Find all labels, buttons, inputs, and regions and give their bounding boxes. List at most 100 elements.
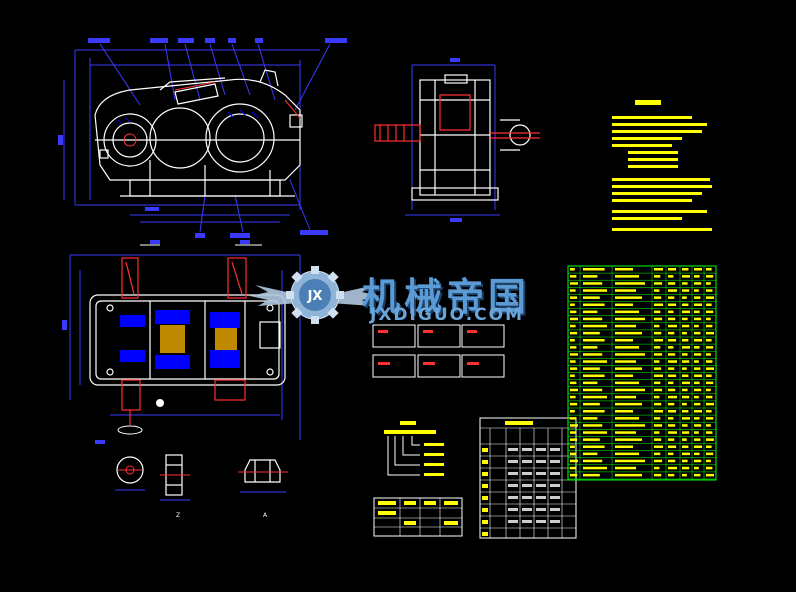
parts-cell-text (668, 360, 677, 363)
parts-cell-text (668, 374, 677, 377)
parts-cell-text (682, 353, 688, 356)
parts-cell-text (706, 317, 711, 321)
parts-cell-text (583, 360, 607, 363)
parts-cell-text (668, 346, 674, 349)
parts-cell-text (682, 296, 687, 299)
parts-cell-text (706, 395, 713, 399)
parts-cell-text (615, 275, 639, 278)
parts-cell-text (615, 473, 642, 477)
parts-cell-text (570, 473, 578, 477)
parts-cell-text (668, 331, 675, 335)
parts-cell-text (615, 410, 633, 413)
parts-cell-text (654, 331, 662, 335)
parts-cell-text (694, 317, 702, 321)
detail-views: Z A (115, 454, 288, 519)
title-block (373, 497, 463, 537)
parts-cell-text (706, 445, 712, 448)
parts-cell-text (570, 303, 575, 306)
watermark-logo: JX (250, 266, 380, 324)
parts-cell-text (706, 282, 711, 285)
parts-cell-text (668, 268, 677, 271)
parts-cell-text (615, 424, 645, 427)
parts-cell-text (654, 473, 662, 477)
parts-cell-text (706, 424, 711, 427)
parts-cell-text (682, 339, 689, 342)
parts-cell-text (682, 282, 688, 285)
parts-cell-text (583, 445, 605, 448)
parts-cell-text (668, 395, 677, 399)
parts-cell-text (615, 331, 642, 335)
parts-cell-text (694, 395, 699, 399)
parts-cell-text (570, 410, 575, 413)
parts-cell-text (583, 367, 600, 370)
parts-cell-text (583, 268, 605, 271)
parts-cell-text (682, 395, 690, 399)
parts-cell-text (694, 466, 699, 470)
parts-cell-text (654, 374, 663, 377)
parts-cell-text (654, 424, 663, 427)
parts-cell-text (706, 324, 713, 328)
parts-cell-text (694, 289, 699, 292)
parts-cell-text (682, 410, 689, 413)
parts-cell-text (682, 445, 689, 448)
parts-cell-text (615, 346, 639, 349)
parts-cell-text (694, 353, 702, 356)
parts-cell-text (706, 417, 714, 420)
parts-cell-text (694, 438, 701, 441)
parts-cell-text (615, 438, 642, 441)
parts-cell-text (583, 466, 607, 470)
parts-cell-text (654, 346, 661, 349)
parts-cell-text (668, 310, 674, 314)
parts-cell-text (694, 388, 702, 392)
parts-cell-text (570, 431, 576, 434)
parts-cell-text (668, 417, 674, 420)
parts-cell-text (682, 381, 690, 385)
parts-cell-text (654, 417, 661, 420)
parts-cell-text (694, 360, 699, 363)
parts-cell-text (694, 346, 700, 349)
parts-cell-text (668, 466, 677, 470)
parts-cell-text (583, 402, 600, 406)
parts-cell-text (668, 289, 677, 292)
parts-cell-text (570, 296, 578, 299)
parts-cell-text (654, 296, 662, 299)
parts-cell-text (615, 431, 636, 434)
parts-cell-text (615, 452, 639, 456)
parts-cell-text (668, 424, 676, 427)
parts-cell-text (615, 289, 636, 292)
side-view (374, 58, 540, 222)
parts-cell-text (570, 339, 575, 342)
parts-cell-text (615, 367, 642, 370)
parts-cell-text (694, 445, 702, 448)
parts-cell-text (570, 381, 577, 385)
parts-cell-text (668, 431, 677, 434)
parts-cell-text (583, 459, 603, 463)
parts-cell-text (570, 388, 578, 392)
parts-cell-text (706, 331, 714, 335)
parts-cell-text (615, 353, 645, 356)
parts-cell-text (570, 402, 578, 406)
parts-cell-text (583, 353, 603, 356)
parts-cell-text (694, 424, 702, 427)
parts-cell-text (668, 381, 674, 385)
parts-cell-text (583, 452, 598, 456)
parts-cell-text (615, 417, 639, 420)
parts-cell-text (583, 346, 598, 349)
parts-cell-text (694, 410, 702, 413)
parts-cell-text (694, 473, 701, 477)
parts-cell-text (668, 367, 675, 370)
parts-cell-text (682, 275, 690, 278)
parts-cell-text (570, 424, 578, 427)
parts-cell-text (615, 381, 639, 385)
parts-cell-text (706, 452, 714, 456)
parts-cell-text (682, 438, 687, 441)
parts-cell-text (570, 317, 578, 321)
parts-cell-text (668, 303, 677, 306)
parts-cell-text (694, 268, 702, 271)
parts-cell-text (615, 395, 636, 399)
parts-cell-text (654, 459, 663, 463)
parts-cell-text (583, 424, 603, 427)
parts-cell-text (694, 275, 700, 278)
parts-cell-text (654, 268, 663, 271)
parts-cell-text (694, 417, 700, 420)
